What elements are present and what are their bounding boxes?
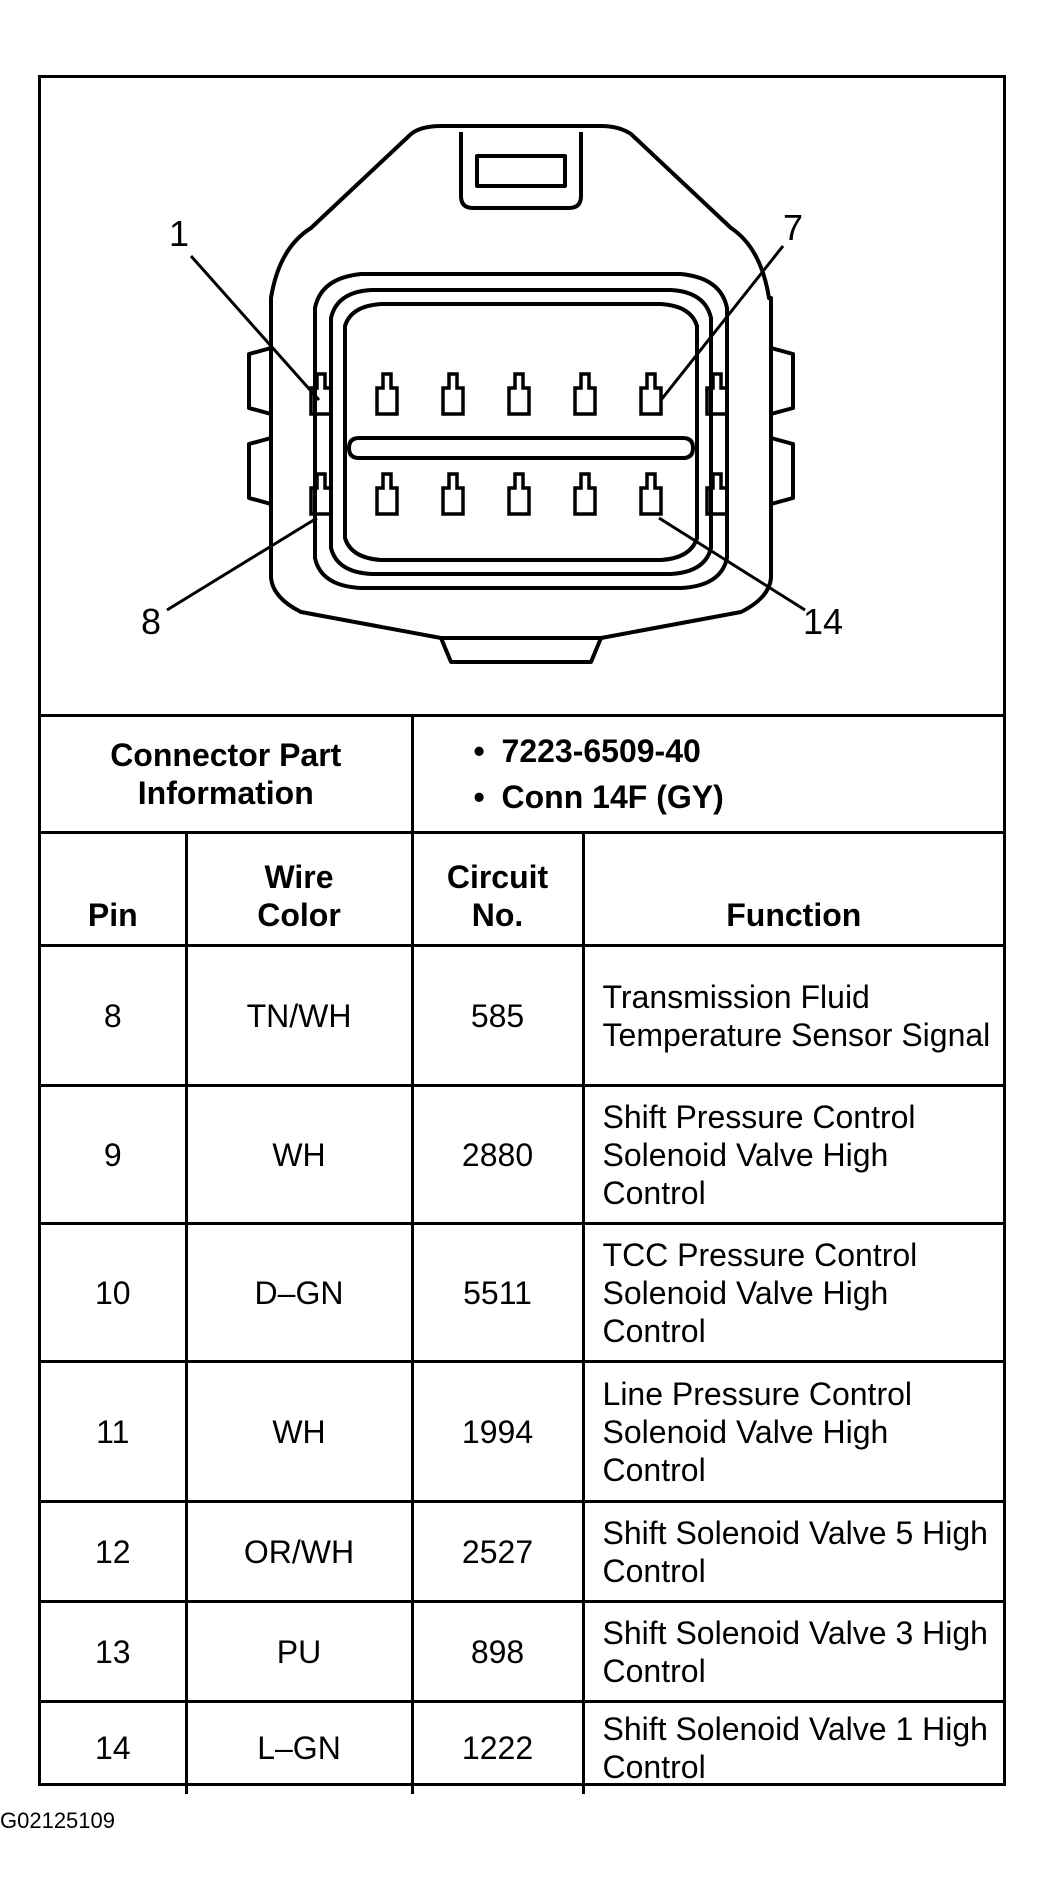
pinout-table: Connector Part Information 7223-6509-40 … (41, 717, 1004, 1794)
wire-color-cell: L–GN (184, 1700, 414, 1794)
column-header-circuit-no: Circuit No. (410, 831, 585, 947)
wire-color-cell: D–GN (184, 1222, 414, 1363)
column-header-wire-color: Wire Color (184, 831, 414, 947)
table-row: 10 D–GN 5511 TCC Pressure Control Soleno… (41, 1222, 1004, 1363)
wire-color-cell: PU (184, 1600, 414, 1703)
circuit-cell: 585 (410, 944, 585, 1087)
pin-terminal-top-1 (309, 372, 333, 416)
circuit-cell: 1994 (410, 1360, 585, 1503)
pin-terminal-bottom-5 (573, 472, 597, 516)
top-pin-row (309, 372, 729, 416)
wire-color-cell: WH (184, 1084, 414, 1225)
column-header-pin: Pin (41, 831, 188, 947)
leader-line-pin-8 (166, 516, 318, 612)
inner-shell-2 (329, 288, 713, 576)
pin-terminal-bottom-4 (507, 472, 531, 516)
circuit-cell: 898 (410, 1600, 585, 1703)
side-rib-right (770, 346, 795, 506)
pin-terminal-top-3 (441, 372, 465, 416)
function-cell: Shift Solenoid Valve 3 High Control (581, 1600, 1004, 1703)
pin-callout-7: 7 (783, 207, 804, 248)
pin-terminal-top-5 (573, 372, 597, 416)
connector-face-drawing (166, 124, 806, 664)
pin-terminal-bottom-7 (705, 472, 729, 516)
bottom-pin-row (309, 472, 729, 516)
pin-cell: 14 (41, 1700, 188, 1794)
function-cell: Shift Solenoid Valve 1 High Control (581, 1700, 1004, 1794)
table-header-row: Pin Wire Color Circuit No. Function (41, 831, 1004, 947)
center-divider (347, 436, 695, 460)
circuit-cell: 2527 (410, 1500, 585, 1603)
wire-color-cell: TN/WH (184, 944, 414, 1087)
wire-color-cell: WH (184, 1360, 414, 1503)
circuit-cell: 5511 (410, 1222, 585, 1363)
pin-terminal-top-4 (507, 372, 531, 416)
pin-terminal-top-6 (639, 372, 663, 416)
connector-diagram: 1 7 8 14 (41, 78, 1003, 717)
pin-cell: 12 (41, 1500, 188, 1603)
function-cell: TCC Pressure Control Solenoid Valve High… (581, 1222, 1004, 1363)
part-number: 7223-6509-40 (474, 732, 1004, 770)
pin-terminal-bottom-6 (639, 472, 663, 516)
inner-shell-3 (343, 302, 699, 562)
pin-terminal-bottom-1 (309, 472, 333, 516)
function-cell: Shift Solenoid Valve 5 High Control (581, 1500, 1004, 1603)
table-row: 12 OR/WH 2527 Shift Solenoid Valve 5 Hig… (41, 1500, 1004, 1603)
function-cell: Shift Pressure Control Solenoid Valve Hi… (581, 1084, 1004, 1225)
pin-callout-14: 14 (803, 601, 844, 642)
inner-shell-1 (313, 272, 729, 590)
column-header-function: Function (581, 831, 1004, 947)
pin-cell: 9 (41, 1084, 188, 1225)
side-rib-left (247, 346, 272, 506)
leader-line-pin-14 (658, 516, 806, 612)
table-row: 8 TN/WH 585 Transmission Fluid Temperatu… (41, 944, 1004, 1087)
connector-frame: 1 7 8 14 Connector Part Information 7223… (38, 75, 1006, 1794)
pin-callout-8: 8 (141, 601, 162, 642)
table-row: 14 L–GN 1222 Shift Solenoid Valve 1 High… (41, 1700, 1004, 1794)
wire-color-cell: OR/WH (184, 1500, 414, 1603)
function-cell: Line Pressure Control Solenoid Valve Hig… (581, 1360, 1004, 1503)
pin-terminal-bottom-2 (375, 472, 399, 516)
leader-line-pin-1 (189, 255, 321, 401)
pin-terminal-top-2 (375, 372, 399, 416)
circuit-cell: 2880 (410, 1084, 585, 1225)
bottom-key (439, 637, 603, 664)
connector-code: Conn 14F (GY) (474, 778, 1004, 816)
part-info-row: Connector Part Information 7223-6509-40 … (41, 717, 1004, 834)
function-cell: Transmission Fluid Temperature Sensor Si… (581, 944, 1004, 1087)
pin-cell: 8 (41, 944, 188, 1087)
table-row: 9 WH 2880 Shift Pressure Control Solenoi… (41, 1084, 1004, 1225)
pin-terminal-bottom-3 (441, 472, 465, 516)
figure-id: G02125109 (0, 1808, 115, 1833)
part-info-values: 7223-6509-40 Conn 14F (GY) (410, 717, 1004, 834)
pin-cell: 13 (41, 1600, 188, 1703)
table-row: 13 PU 898 Shift Solenoid Valve 3 High Co… (41, 1600, 1004, 1703)
pin-callout-1: 1 (169, 213, 190, 254)
circuit-cell: 1222 (410, 1700, 585, 1794)
part-info-label: Connector Part Information (41, 717, 414, 834)
latch-tab (459, 132, 583, 210)
pin-terminal-top-7 (705, 372, 729, 416)
leader-line-pin-7 (659, 245, 785, 401)
table-row: 11 WH 1994 Line Pressure Control Solenoi… (41, 1360, 1004, 1503)
pin-cell: 10 (41, 1222, 188, 1363)
pin-cell: 11 (41, 1360, 188, 1503)
